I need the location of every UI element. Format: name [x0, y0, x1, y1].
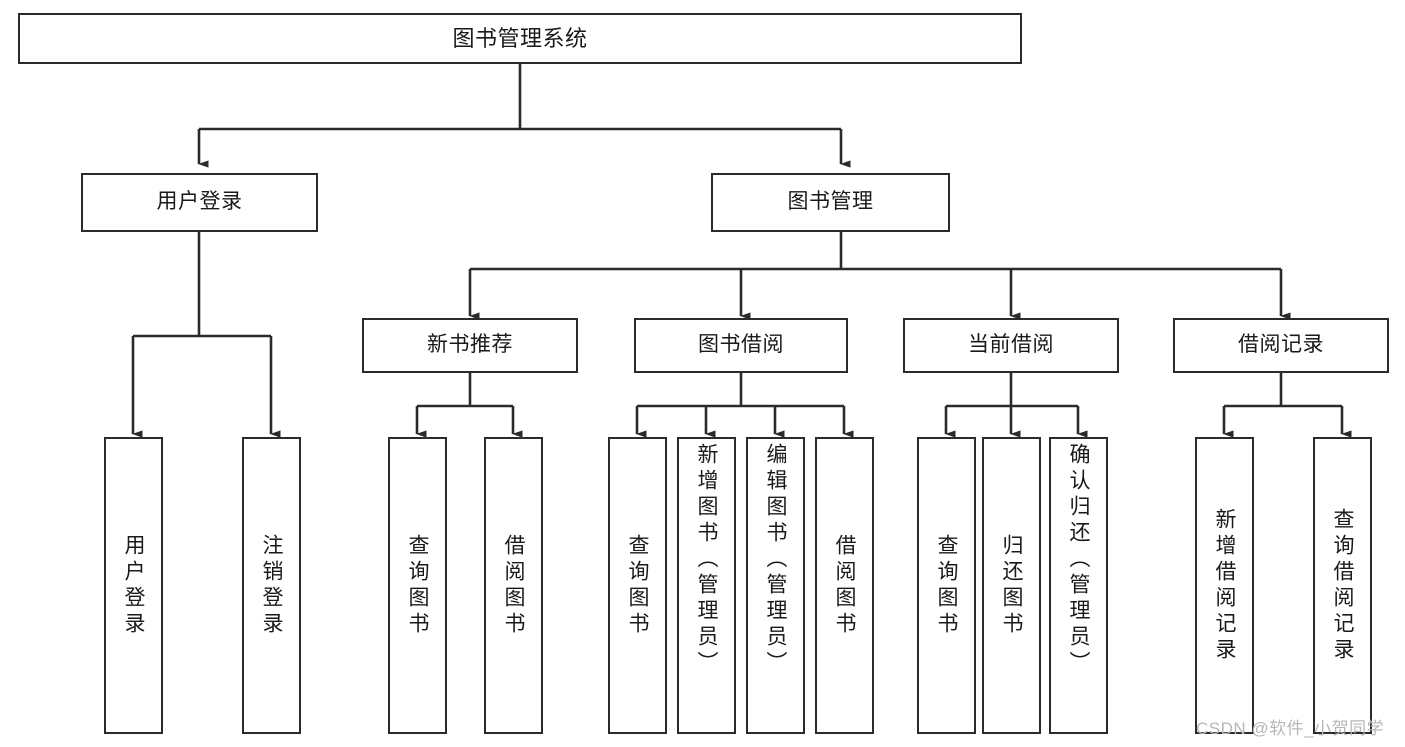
node-leaf-borrow-book-1[interactable]: 借阅图书 — [484, 437, 543, 734]
node-borrow-record[interactable]: 借阅记录 — [1173, 318, 1389, 373]
node-leaf-borrow-book-2[interactable]: 借阅图书 — [815, 437, 874, 734]
node-leaf-borrow-book-2-label: 借阅图书 — [833, 533, 856, 638]
node-leaf-query-book-2-label: 查询图书 — [626, 533, 649, 638]
node-leaf-query-book-3-label: 查询图书 — [935, 533, 958, 638]
node-leaf-edit-book[interactable]: 编辑图书（管理员） — [746, 437, 805, 734]
node-leaf-query-book-2[interactable]: 查询图书 — [608, 437, 667, 734]
node-leaf-return-book[interactable]: 归还图书 — [982, 437, 1041, 734]
node-leaf-add-record[interactable]: 新增借阅记录 — [1195, 437, 1254, 734]
node-root-book-management-system[interactable]: 图书管理系统 — [18, 13, 1022, 64]
node-current-borrow[interactable]: 当前借阅 — [903, 318, 1119, 373]
node-book-manage[interactable]: 图书管理 — [711, 173, 950, 232]
node-book-borrow-label: 图书借阅 — [698, 333, 784, 357]
node-user-login-label: 用户登录 — [156, 190, 243, 214]
node-leaf-confirm-return[interactable]: 确认归还（管理员） — [1049, 437, 1108, 734]
node-leaf-query-book-3[interactable]: 查询图书 — [917, 437, 976, 734]
node-leaf-return-book-label: 归还图书 — [1000, 533, 1023, 638]
node-leaf-borrow-book-1-label: 借阅图书 — [502, 533, 525, 638]
node-new-book-recommend[interactable]: 新书推荐 — [362, 318, 578, 373]
node-leaf-confirm-return-label: 确认归还（管理员） — [1067, 443, 1090, 677]
node-leaf-query-book-1-label: 查询图书 — [406, 533, 429, 638]
csdn-watermark: CSDN @软件_小贺同学 — [1196, 719, 1385, 738]
node-book-manage-label: 图书管理 — [787, 190, 874, 214]
node-root-label: 图书管理系统 — [452, 25, 588, 51]
node-leaf-query-book-1[interactable]: 查询图书 — [388, 437, 447, 734]
node-leaf-query-record[interactable]: 查询借阅记录 — [1313, 437, 1372, 734]
node-book-borrow[interactable]: 图书借阅 — [634, 318, 848, 373]
node-leaf-edit-book-label: 编辑图书（管理员） — [764, 443, 787, 677]
node-leaf-add-record-label: 新增借阅记录 — [1213, 507, 1236, 664]
node-new-book-recommend-label: 新书推荐 — [427, 333, 513, 357]
node-leaf-logout[interactable]: 注销登录 — [242, 437, 301, 734]
node-borrow-record-label: 借阅记录 — [1238, 333, 1324, 357]
node-leaf-add-book-label: 新增图书（管理员） — [695, 443, 718, 677]
node-leaf-user-login-label: 用户登录 — [122, 533, 145, 638]
node-current-borrow-label: 当前借阅 — [968, 333, 1054, 357]
node-leaf-query-record-label: 查询借阅记录 — [1331, 507, 1354, 664]
node-user-login[interactable]: 用户登录 — [81, 173, 318, 232]
node-leaf-user-login[interactable]: 用户登录 — [104, 437, 163, 734]
node-leaf-add-book[interactable]: 新增图书（管理员） — [677, 437, 736, 734]
node-leaf-logout-label: 注销登录 — [260, 533, 283, 638]
